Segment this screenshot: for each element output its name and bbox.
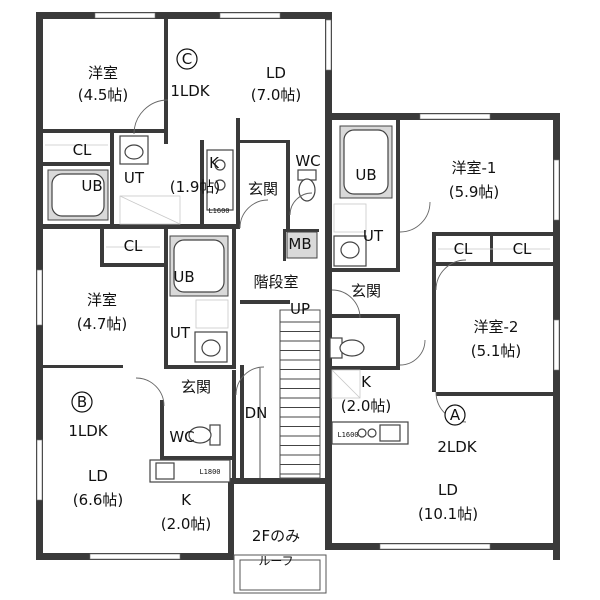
c-wc: WC xyxy=(295,152,320,170)
c-kitchen-name: K xyxy=(209,154,220,172)
a-ld-size: (10.1帖) xyxy=(418,505,478,523)
c-western-room-size: (4.5帖) xyxy=(78,86,129,104)
c-western-room-name: 洋室 xyxy=(88,64,118,82)
a-unit-badge-circle xyxy=(444,404,466,426)
roof-balcony xyxy=(233,554,327,594)
staircase xyxy=(259,309,321,479)
a-ld-name: LD xyxy=(438,481,458,499)
a-unit-type: 2LDK xyxy=(437,438,477,456)
stair-down: DN xyxy=(245,404,268,422)
interior-walls xyxy=(43,12,553,480)
b-closet: CL xyxy=(124,237,143,255)
roof-note: 2Fのみ xyxy=(252,527,300,545)
fixtures xyxy=(47,125,409,483)
c-ld-name: LD xyxy=(266,64,286,82)
c-ld-size: (7.0帖) xyxy=(251,86,302,104)
windows xyxy=(36,12,560,560)
closets xyxy=(45,144,550,250)
stair-up: UP xyxy=(290,300,310,318)
room-labels: 洋室 (4.5帖) C 1LDK LD (7.0帖) CL UB UT K (1… xyxy=(68,48,532,568)
c-entrance: 玄関 xyxy=(248,180,278,198)
c-closet: CL xyxy=(73,141,92,159)
b-range-label: L1800 xyxy=(199,468,220,476)
c-unit-badge: C xyxy=(182,50,192,68)
b-unit-badge-circle xyxy=(71,391,93,413)
a-western1-name: 洋室-1 xyxy=(452,159,497,177)
a-utility: UT xyxy=(363,227,384,245)
c-kitchen-size: (1.9帖) xyxy=(170,178,221,196)
b-unit-type: 1LDK xyxy=(68,422,108,440)
a-closet-2: CL xyxy=(513,240,532,258)
a-closet-1: CL xyxy=(454,240,473,258)
b-ld-size: (6.6帖) xyxy=(73,491,124,509)
a-western2-name: 洋室-2 xyxy=(474,318,519,336)
a-kitchen-name: K xyxy=(361,373,372,391)
c-utility: UT xyxy=(124,169,145,187)
a-bath: UB xyxy=(355,166,376,184)
c-bath: UB xyxy=(81,177,102,195)
b-utility: UT xyxy=(170,324,191,342)
b-kitchen-name: K xyxy=(181,491,192,509)
b-unit-badge: B xyxy=(77,393,87,411)
b-ld-name: LD xyxy=(88,467,108,485)
b-entrance: 玄関 xyxy=(181,378,211,396)
a-entrance: 玄関 xyxy=(351,282,381,300)
c-unit-type: 1LDK xyxy=(170,82,210,100)
a-range-label: L1600 xyxy=(337,431,358,439)
b-western-room-name: 洋室 xyxy=(87,291,117,309)
c-range-label: L1600 xyxy=(208,207,229,215)
b-kitchen-size: (2.0帖) xyxy=(161,515,212,533)
stairwell: 階段室 xyxy=(253,273,298,291)
b-wc: WC xyxy=(169,428,194,446)
roof-label: ルーフ xyxy=(258,554,293,568)
meter-box: MB xyxy=(288,235,311,253)
b-western-room-size: (4.7帖) xyxy=(77,315,128,333)
c-unit-badge-circle xyxy=(176,48,198,70)
a-kitchen-size: (2.0帖) xyxy=(341,397,392,415)
b-bath: UB xyxy=(173,268,194,286)
a-western2-size: (5.1帖) xyxy=(471,342,522,360)
a-western1-size: (5.9帖) xyxy=(449,183,500,201)
a-unit-badge: A xyxy=(450,406,461,424)
